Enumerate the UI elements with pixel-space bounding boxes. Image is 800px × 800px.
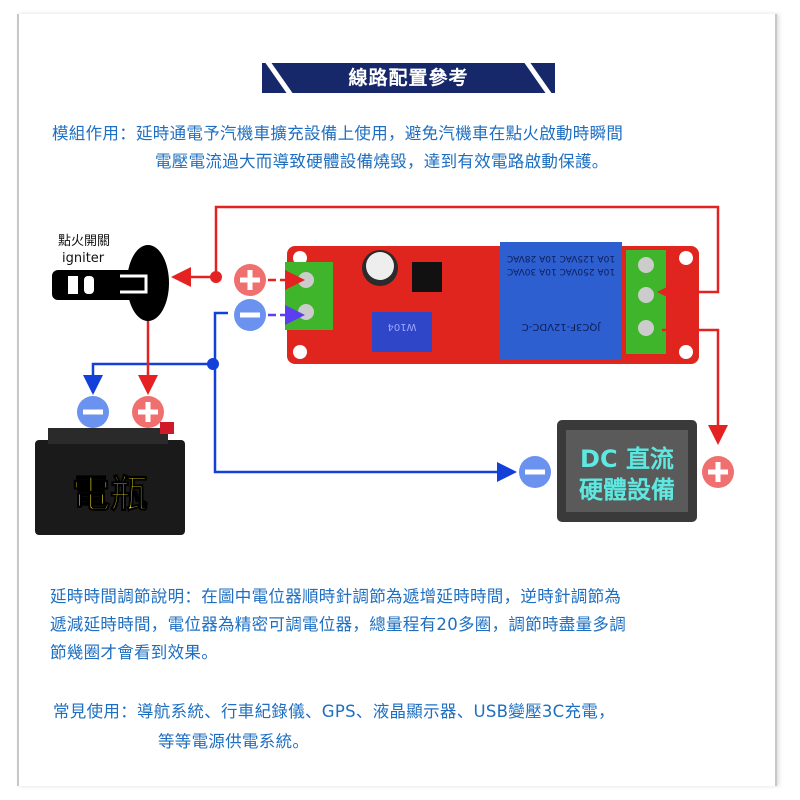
delay-relay-board: W104 10A 250VAC 10A 30VAC 10A 125VAC 10A…: [285, 242, 699, 364]
battery-icon: 電瓶: [35, 422, 185, 535]
minus-icon: [234, 299, 266, 331]
potentiometer: [372, 312, 432, 352]
input-terminal-block: [285, 262, 333, 330]
dc-device-icon: DC 直流 硬體設備: [557, 420, 697, 522]
svg-text:JQC3F-12VDC-C: JQC3F-12VDC-C: [522, 321, 601, 332]
svg-text:W104: W104: [388, 321, 417, 332]
capacitor: [366, 252, 394, 280]
ground-wire: [213, 311, 517, 482]
title-banner: 線路配置參考: [262, 61, 555, 95]
delay-adjust-line3: 節幾圈才會看到效果。: [50, 643, 218, 662]
minus-icon: [77, 396, 109, 428]
svg-text:電瓶: 電瓶: [72, 472, 148, 516]
relay-feed-wire: [214, 205, 720, 302]
svg-text:硬體設備: 硬體設備: [579, 476, 675, 504]
plus-icon: [132, 396, 164, 428]
plus-icon: [702, 456, 734, 488]
ic-chip: [412, 262, 442, 292]
page-frame: [17, 14, 777, 786]
page-title: 線路配置參考: [348, 67, 469, 89]
minus-icon: [519, 456, 551, 488]
delay-adjust-line2: 遞減延時時間，電位器為精密可調電位器，總量程有20多圈，調節時盡量多調: [50, 615, 626, 634]
igniter-label-en: igniter: [62, 251, 105, 266]
svg-text:DC 直流: DC 直流: [580, 445, 674, 473]
svg-text:10A 125VAC 10A 28VAC: 10A 125VAC 10A 28VAC: [507, 253, 615, 263]
svg-text:10A 250VAC 10A 30VAC: 10A 250VAC 10A 30VAC: [507, 266, 615, 276]
igniter-label-zh: 點火開關: [58, 234, 110, 249]
ignition-key-icon: [52, 245, 169, 321]
module-function-line1: 模組作用：延時通電予汽機車擴充設備上使用，避免汽機車在點火啟動時瞬間: [52, 124, 624, 143]
plus-icon: [234, 264, 266, 296]
common-use-line2: 等等電源供電系統。: [158, 732, 310, 751]
junction-dot: [210, 271, 222, 283]
common-use-line1: 常見使用：導航系統、行車紀錄儀、GPS、液晶顯示器、USB變壓3C充電，: [53, 702, 615, 721]
output-wire: [662, 328, 728, 445]
relay: [500, 242, 622, 360]
junction-dot: [207, 358, 219, 370]
module-function-line2: 電壓電流過大而導致硬體設備燒毀，達到有效電路啟動保護。: [155, 152, 609, 171]
delay-adjust-line1: 延時時間調節說明：在圖中電位器順時針調節為遞增延時時間，逆時針調節為: [50, 587, 622, 606]
